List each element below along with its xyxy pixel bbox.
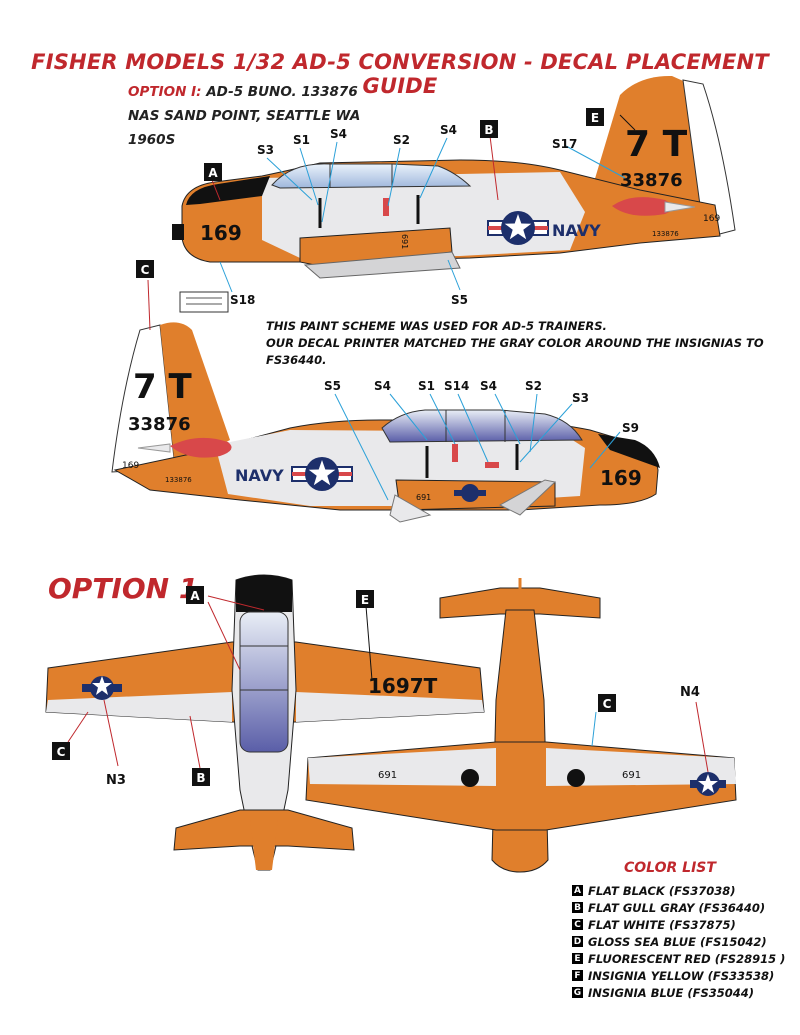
- navy-text: NAVY: [552, 221, 601, 240]
- color-code: F: [572, 970, 583, 981]
- callout-s5: S5: [451, 293, 468, 307]
- callout-s18: S18: [230, 293, 255, 307]
- color-code: B: [572, 902, 583, 913]
- under-number-right: 691: [622, 770, 641, 781]
- page-title: FISHER MODELS 1/32 AD-5 CONVERSION - DEC…: [31, 50, 769, 98]
- small-buno: 133876: [652, 230, 679, 238]
- option-buno: AD-5 BUNO. 133876: [206, 84, 358, 100]
- callout-s2-2: S2: [525, 379, 542, 393]
- bottom-view: 691 691 C N4: [305, 578, 737, 873]
- option-era: 1960S: [128, 132, 176, 148]
- box-e-1: E: [591, 111, 599, 125]
- color-row: B FLAT GULL GRAY (FS36440): [572, 899, 785, 916]
- callout-s4-2: S4: [374, 379, 391, 393]
- box-a-1: A: [208, 166, 218, 180]
- box-b-2: B: [196, 771, 205, 785]
- side-view-left: 169 NAVY 7 T 33876 169 133876 691 S3 S1 …: [172, 75, 736, 313]
- color-code: C: [572, 919, 583, 930]
- small-buno-2: 133876: [165, 476, 192, 484]
- color-code: A: [572, 885, 583, 896]
- color-name: INSIGNIA BLUE (FS35044): [588, 985, 755, 1000]
- note-line-2: OUR DECAL PRINTER MATCHED THE GRAY COLOR…: [266, 336, 764, 367]
- gear-number-2: 691: [416, 493, 431, 502]
- callout-n4: N4: [680, 685, 700, 700]
- color-name: FLUORESCENT RED (FS28915 ): [588, 951, 786, 966]
- tail-number-2: 33876: [128, 414, 191, 435]
- callout-s1-2: S1: [418, 379, 435, 393]
- callout-s17: S17: [552, 137, 577, 151]
- color-name: FLAT BLACK (FS37038): [588, 883, 736, 898]
- callout-s4: S4: [330, 127, 347, 141]
- callout-n3: N3: [106, 773, 126, 788]
- option-location: NAS SAND POINT, SEATTLE WA: [128, 108, 361, 124]
- callout-s14-2: S14: [444, 379, 469, 393]
- callout-s5-2: S5: [324, 379, 341, 393]
- box-e-2: E: [361, 593, 369, 607]
- color-name: GLOSS SEA BLUE (FS15042): [588, 934, 767, 949]
- color-code: E: [572, 953, 583, 964]
- gear-number: 691: [400, 234, 409, 249]
- tail-code: 7 T: [625, 124, 688, 165]
- callout-s1: S1: [293, 133, 310, 147]
- callout-s9-2: S9: [622, 421, 639, 435]
- box-c-2: C: [57, 745, 66, 759]
- color-row: F INSIGNIA YELLOW (FS33538): [572, 967, 785, 984]
- top-view: 1697T A E C B N3: [45, 574, 485, 871]
- color-name: FLAT WHITE (FS37875): [588, 917, 736, 932]
- box-b-1: B: [484, 123, 493, 137]
- tail-code-2: 7 T: [133, 367, 192, 407]
- color-row: G INSIGNIA BLUE (FS35044): [572, 984, 785, 1001]
- color-code: G: [572, 987, 583, 998]
- scheme-note: THIS PAINT SCHEME WAS USED FOR AD-5 TRAI…: [266, 318, 800, 369]
- box-c-3: C: [603, 697, 612, 711]
- callout-s2: S2: [393, 133, 410, 147]
- callout-s4b: S4: [440, 123, 457, 137]
- color-row: A FLAT BLACK (FS37038): [572, 882, 785, 899]
- callout-s3-2: S3: [572, 391, 589, 405]
- callout-s4b-2: S4: [480, 379, 497, 393]
- box-a-2: A: [190, 589, 200, 603]
- rudder-number: 169: [703, 214, 720, 224]
- navy-text-2: NAVY: [235, 466, 284, 485]
- color-list-heading: COLOR LIST: [624, 860, 716, 876]
- color-name: FLAT GULL GRAY (FS36440): [588, 900, 766, 915]
- color-code: D: [572, 936, 583, 947]
- color-row: E FLUORESCENT RED (FS28915 ): [572, 950, 785, 967]
- side-view-right: NAVY 169 7 T 33876 169 133876 691 S5 S4 …: [111, 260, 660, 523]
- nose-number: 169: [200, 221, 242, 245]
- tail-number: 33876: [620, 170, 683, 191]
- box-c-1: C: [141, 263, 150, 277]
- option-heading: OPTION 1: [48, 572, 199, 605]
- wing-code: 1697T: [368, 674, 438, 698]
- under-number-left: 691: [378, 770, 397, 781]
- color-row: D GLOSS SEA BLUE (FS15042): [572, 933, 785, 950]
- option-label: OPTION I:: [128, 84, 202, 100]
- note-line-1: THIS PAINT SCHEME WAS USED FOR AD-5 TRAI…: [266, 319, 607, 333]
- option-info: OPTION I: AD-5 BUNO. 133876 NAS SAND POI…: [128, 80, 360, 152]
- color-name: INSIGNIA YELLOW (FS33538): [588, 968, 775, 983]
- rudder-number-2: 169: [122, 461, 139, 471]
- color-row: C FLAT WHITE (FS37875): [572, 916, 785, 933]
- nose-number-2: 169: [600, 466, 642, 490]
- callout-s3: S3: [257, 143, 274, 157]
- color-list: COLOR LIST A FLAT BLACK (FS37038) B FLAT G…: [572, 860, 785, 1001]
